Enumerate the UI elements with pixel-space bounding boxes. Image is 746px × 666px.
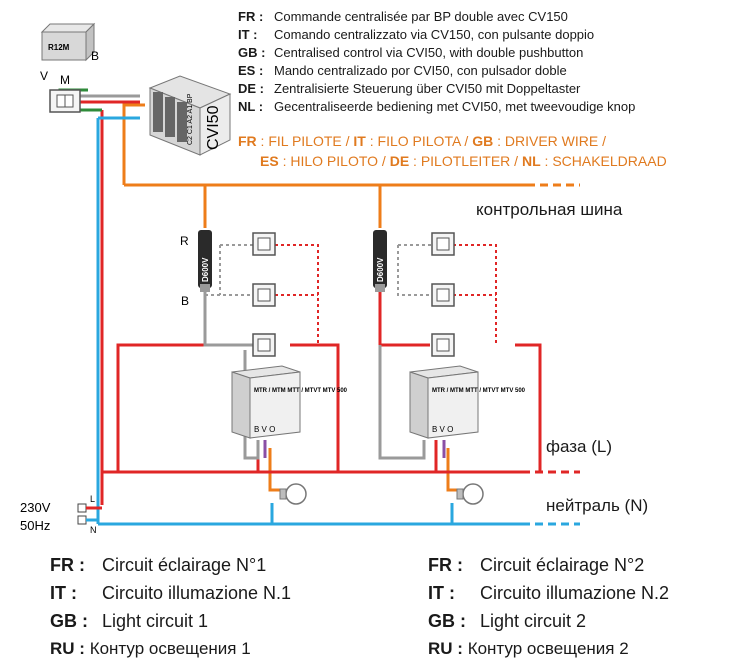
- switch-m: [49, 89, 81, 113]
- legend-row: NL :Gecentraliseerde bediening met CVI50…: [238, 99, 636, 114]
- label-mod-terms-1: B V O: [254, 425, 275, 434]
- caption-row: FR :Circuit éclairage N°1: [50, 555, 267, 575]
- legend-row: FR :Commande centralisée par BP double a…: [238, 9, 568, 24]
- lamp-icon-2: [456, 483, 484, 505]
- d600v-module-1: [198, 230, 212, 292]
- label-n: N: [90, 525, 97, 535]
- label-m: M: [60, 73, 70, 87]
- cvi50-module: [148, 75, 232, 156]
- pilot-legend-line-2: ES : HILO PILOTO / DE : PILOTLEITER / NL…: [260, 153, 667, 169]
- caption-row: IT :Circuito illumazione N.2: [428, 583, 670, 603]
- caption-row: RU : Контур освещения 2: [428, 639, 629, 658]
- legend-row: ES :Mando centralizado por CVI50, con pu…: [238, 63, 567, 78]
- neutral-line: [96, 116, 580, 526]
- caption-row: RU : Контур освещения 1: [50, 639, 251, 658]
- pilot-legend-line-1: FR : FIL PILOTE / IT : FILO PILOTA / GB …: [238, 133, 606, 149]
- mtr-module-2: [409, 365, 479, 439]
- label-b: B: [181, 294, 189, 308]
- caption-row: FR :Circuit éclairage N°2: [428, 555, 645, 575]
- label-l: L: [90, 494, 95, 504]
- label-cv-terminals: C2 C1 A2 A1 BP: [187, 93, 194, 145]
- phase-label: фаза (L): [546, 437, 612, 456]
- lamp-icon-1: [279, 483, 307, 505]
- pushbuttons-circuit-1: [252, 232, 276, 357]
- supply-terminal: [77, 503, 102, 525]
- caption-row: IT :Circuito illumazione N.1: [50, 583, 292, 603]
- caption-row: GB :Light circuit 1: [50, 611, 209, 631]
- label-d600v-2: D600V: [376, 257, 385, 282]
- label-d600v-1: D600V: [201, 257, 210, 282]
- label-b-top: B: [91, 49, 99, 63]
- legend-row: DE :Zentralisierte Steuerung über CVI50 …: [238, 81, 581, 96]
- label-v: V: [40, 69, 48, 83]
- label-r: R: [180, 234, 189, 248]
- mtr-module-1: [231, 365, 301, 439]
- neutral-label: нейтраль (N): [546, 496, 649, 515]
- d600v-module-2: [373, 230, 387, 292]
- label-cvi50: CVI50: [205, 105, 222, 150]
- legend-row: GB :Centralised control via CVI50, with …: [238, 45, 584, 60]
- r12m-module: [40, 22, 96, 62]
- label-mtr-1: MTR / MTM MTT / MTVT MTV 500: [254, 388, 348, 394]
- caption-row: GB :Light circuit 2: [428, 611, 587, 631]
- label-freq: 50Hz: [20, 518, 50, 533]
- control-bus-label: контрольная шина: [476, 200, 623, 219]
- label-voltage: 230V: [20, 500, 51, 515]
- label-mod-terms-2: B V O: [432, 425, 453, 434]
- pushbuttons-circuit-2: [431, 232, 455, 357]
- legend-row: IT :Comando centralizzato via CV150, con…: [238, 27, 595, 42]
- label-r12m: R12M: [48, 43, 70, 52]
- label-mtr-2: MTR / MTM MTT / MTVT MTV 500: [432, 388, 526, 394]
- pilot-wire: [122, 103, 580, 492]
